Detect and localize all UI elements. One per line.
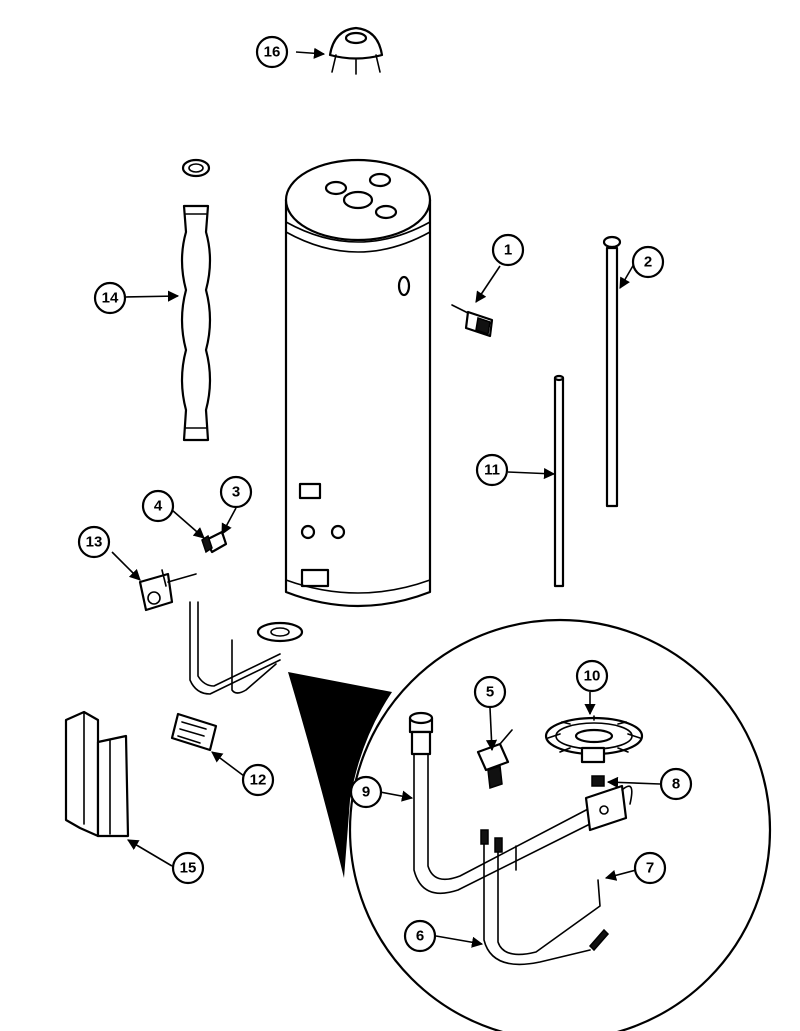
callout-8: 8 <box>659 767 693 801</box>
svg-text:1: 1 <box>504 242 512 259</box>
detail-part-8-orifice <box>591 775 605 787</box>
svg-text:11: 11 <box>484 462 500 479</box>
svg-text:14: 14 <box>102 290 119 307</box>
callout-13: 13 <box>77 525 111 559</box>
part-2-anode-rod <box>602 235 622 508</box>
svg-text:12: 12 <box>250 772 267 789</box>
burner-assembly <box>189 601 304 695</box>
svg-text:10: 10 <box>584 668 601 685</box>
water-heater-tank <box>284 158 432 608</box>
part-15-door <box>64 710 130 838</box>
detail-part-5-igniter <box>476 729 513 790</box>
part-3-4-valve <box>201 530 228 554</box>
svg-text:9: 9 <box>362 784 370 801</box>
part-14-flue-baffle <box>180 158 212 442</box>
svg-text:4: 4 <box>154 498 163 515</box>
svg-text:15: 15 <box>180 860 197 877</box>
svg-text:7: 7 <box>646 860 654 877</box>
callout-16: 16 <box>255 35 289 69</box>
part-13-gas-control <box>138 569 197 612</box>
callout-10: 10 <box>575 659 609 693</box>
part-11-dip-tube <box>553 374 565 588</box>
detail-part-6-7-tubes <box>480 829 610 966</box>
callout-14: 14 <box>93 281 127 315</box>
svg-text:13: 13 <box>86 534 103 551</box>
callout-1: 1 <box>491 233 525 267</box>
svg-text:5: 5 <box>486 684 494 701</box>
callout-15: 15 <box>171 851 205 885</box>
svg-text:16: 16 <box>264 44 281 61</box>
callout-4: 4 <box>141 489 175 523</box>
part-12-label <box>170 712 218 752</box>
svg-text:3: 3 <box>232 484 240 501</box>
callout-12: 12 <box>241 763 275 797</box>
detail-part-9-pipe <box>408 711 633 895</box>
svg-text:6: 6 <box>416 928 424 945</box>
callout-2: 2 <box>631 245 665 279</box>
callout-6: 6 <box>403 919 437 953</box>
svg-text:2: 2 <box>644 254 652 271</box>
part-1-fitting <box>451 304 494 338</box>
callout-11: 11 <box>475 453 509 487</box>
detail-circle <box>348 618 772 1031</box>
callout-5: 5 <box>473 675 507 709</box>
callout-3: 3 <box>219 475 253 509</box>
detail-wedge <box>288 672 392 878</box>
leader-lines <box>111 47 661 948</box>
callout-9: 9 <box>349 775 383 809</box>
svg-text:8: 8 <box>672 776 680 793</box>
callout-7: 7 <box>633 851 667 885</box>
part-16-top-cap <box>328 26 384 75</box>
detail-part-10-burner <box>544 715 644 764</box>
